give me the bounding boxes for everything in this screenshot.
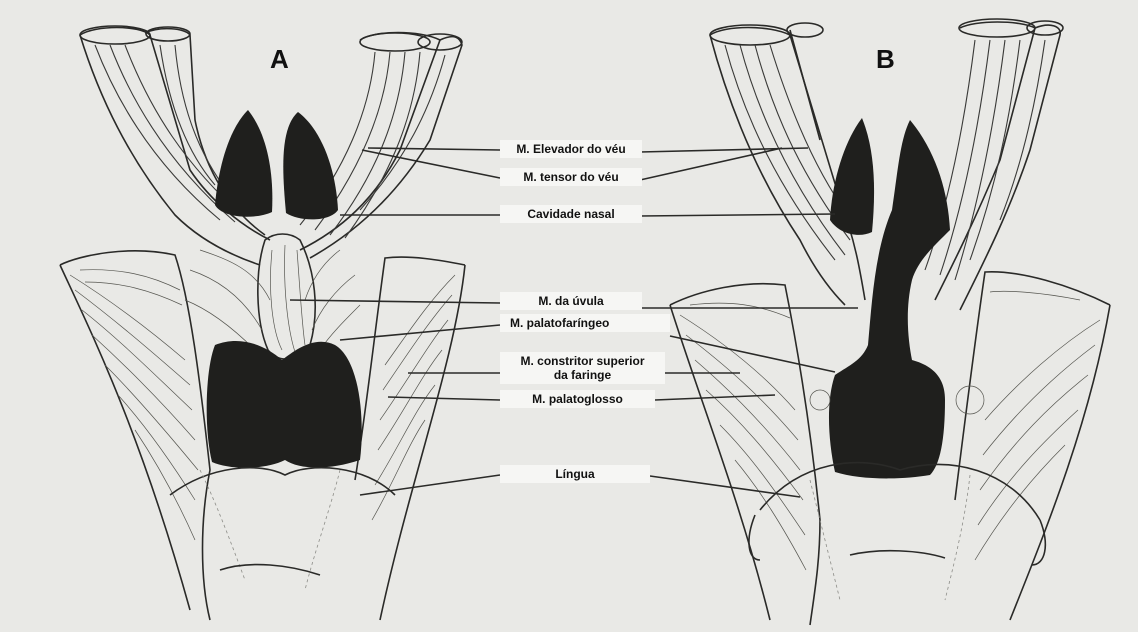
panel-a-drawing <box>60 26 465 620</box>
label-palatoglosso: M. palatoglosso <box>500 390 655 408</box>
label-constritor-line2: da faringe <box>504 368 661 382</box>
label-elevador-do-veu: M. Elevador do véu <box>500 140 642 158</box>
label-musculo-uvula: M. da úvula <box>500 292 642 310</box>
panel-label-b: B <box>876 44 896 75</box>
panel-b-drawing <box>670 19 1110 625</box>
label-cavidade-nasal: Cavidade nasal <box>500 205 642 223</box>
label-tensor-do-veu: M. tensor do véu <box>500 168 642 186</box>
label-lingua: Língua <box>500 465 650 483</box>
label-constritor-line1: M. constritor superior <box>504 354 661 368</box>
label-palatofaringeo: M. palatofaríngeo <box>500 314 670 332</box>
label-constritor-superior: M. constritor superior da faringe <box>500 352 665 384</box>
panel-label-a: A <box>270 44 290 75</box>
